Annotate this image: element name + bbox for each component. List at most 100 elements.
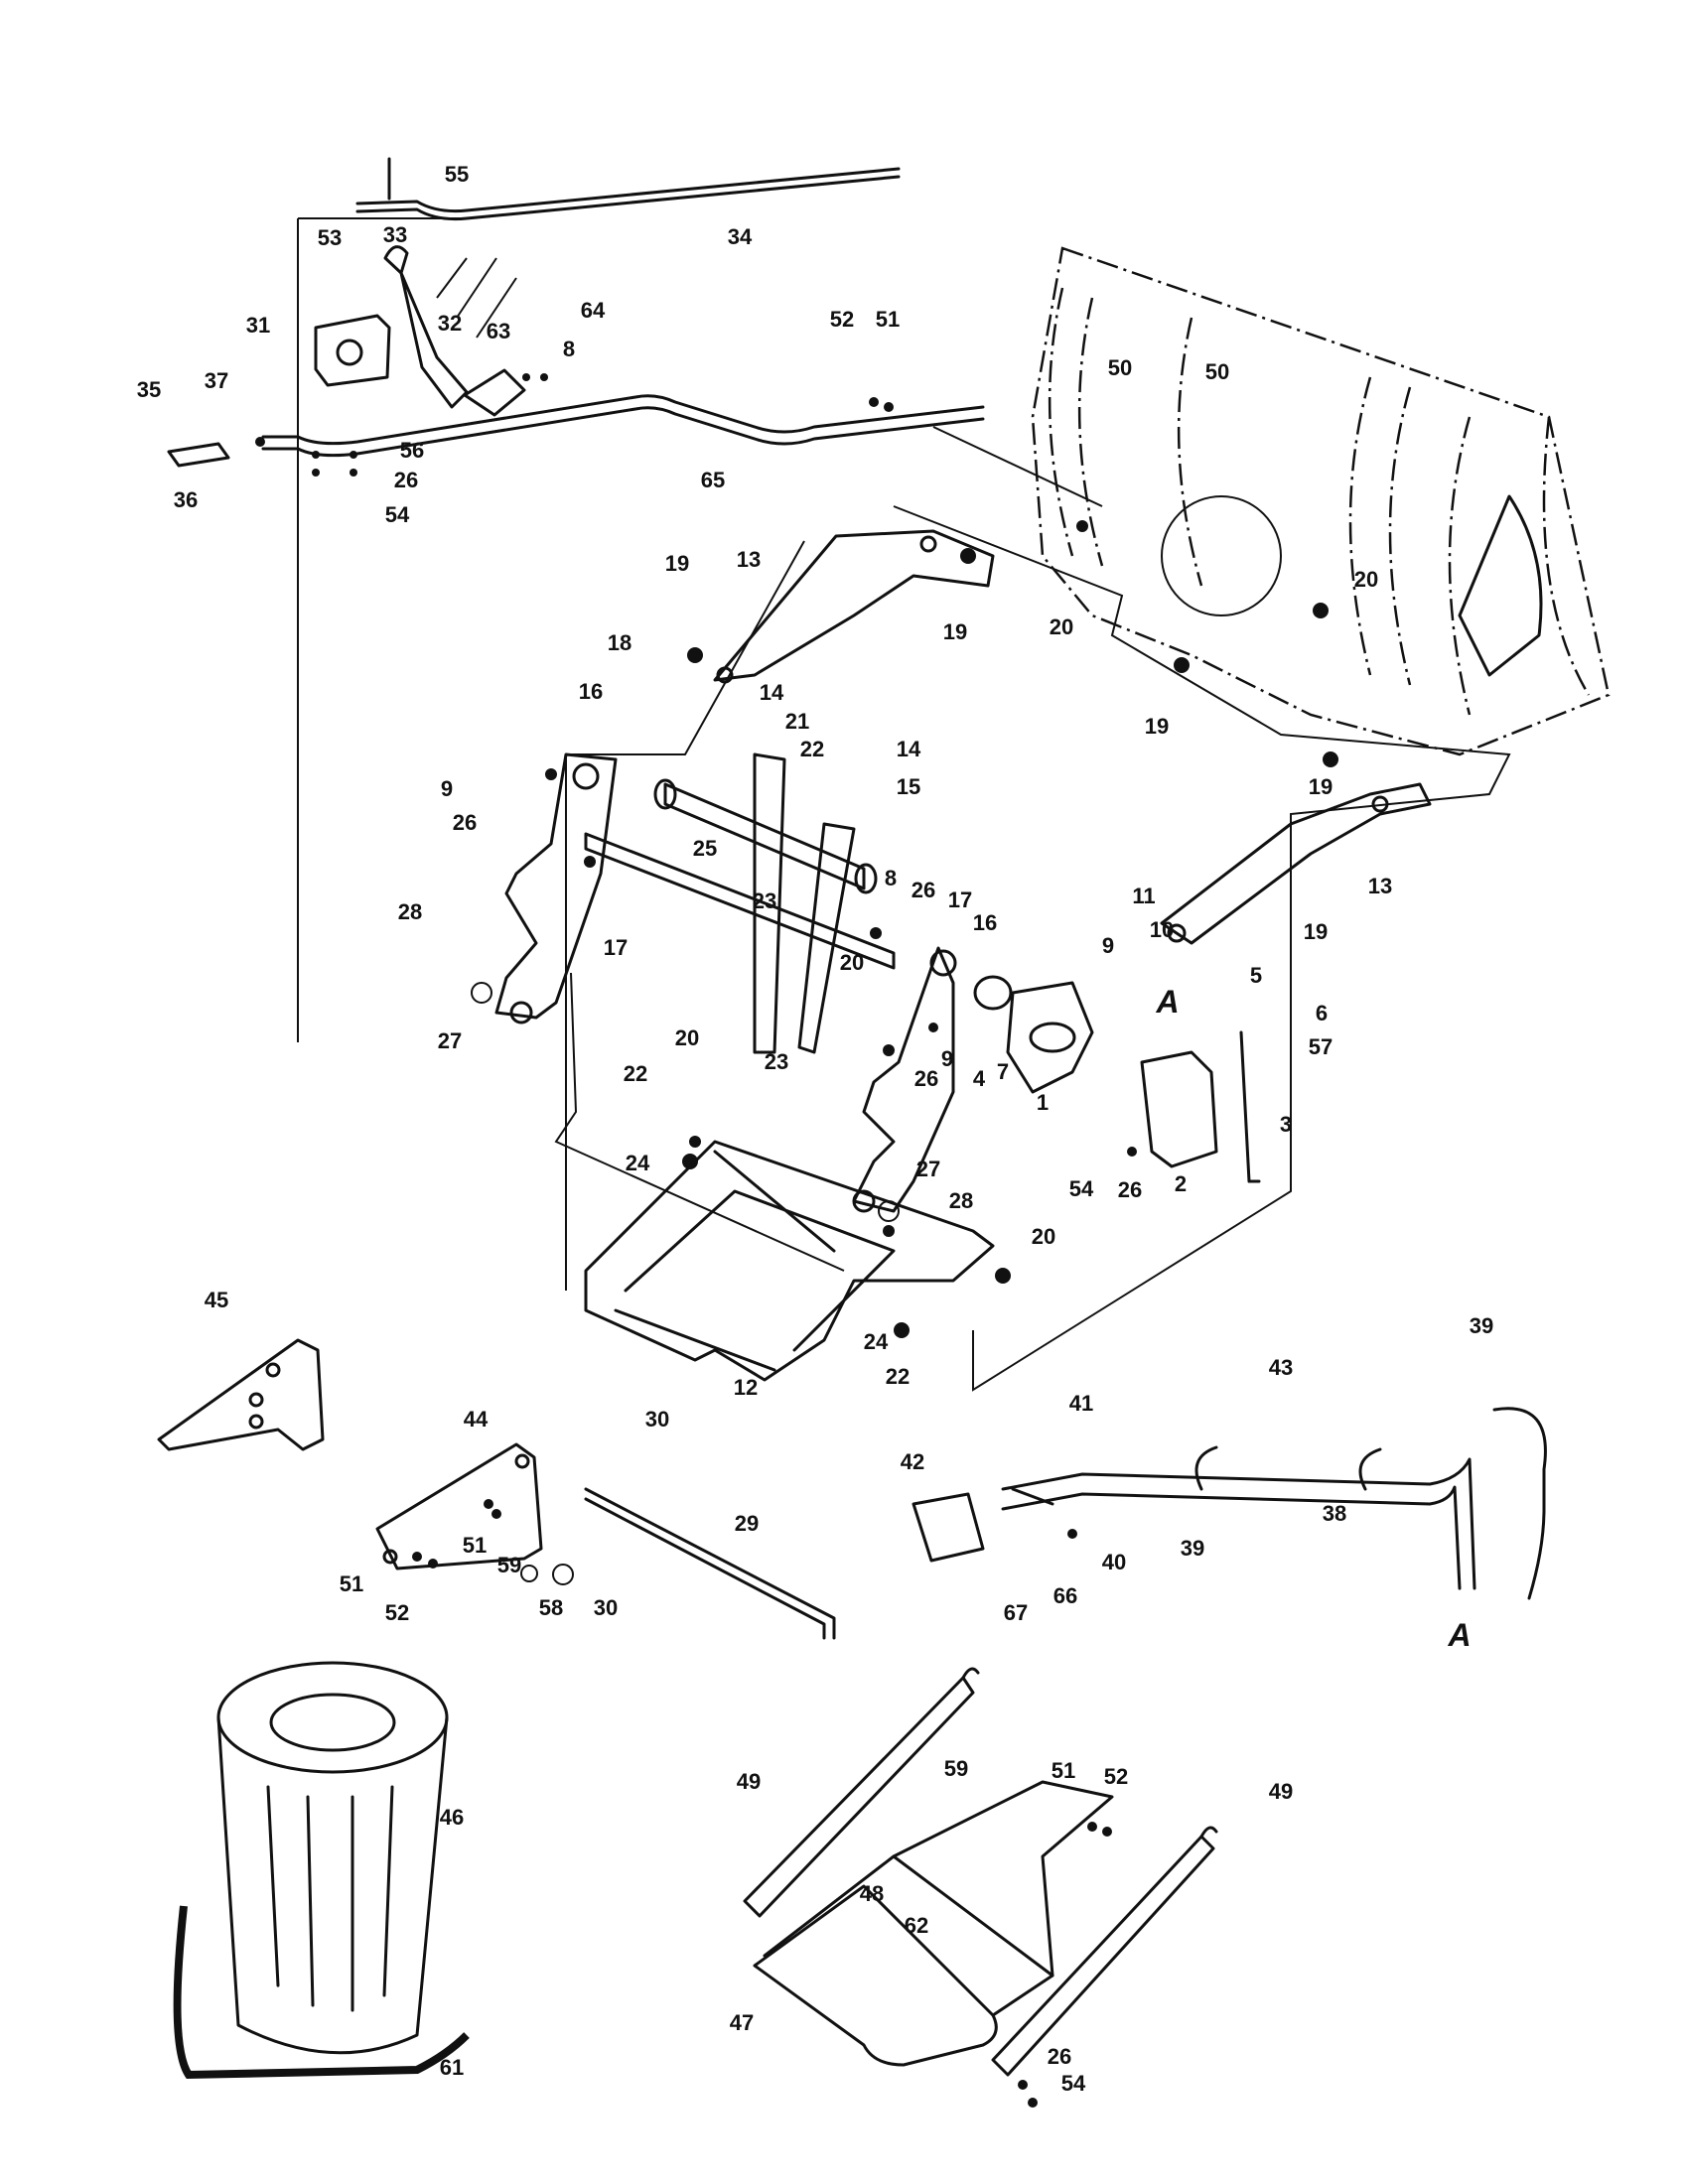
callout-6: 6: [1316, 1001, 1328, 1025]
clip-43-left: [1194, 1445, 1218, 1491]
callout-21: 21: [785, 709, 809, 734]
bracket-1: [1006, 981, 1094, 1094]
callout-17: 17: [948, 887, 972, 912]
callout-7: 7: [997, 1059, 1009, 1084]
callout-13: 13: [737, 547, 761, 572]
callout-26: 26: [394, 468, 418, 492]
rod-34: [355, 157, 901, 221]
callout-34: 34: [728, 224, 753, 249]
callout-14: 14: [760, 680, 784, 705]
auger-housing: [1031, 246, 1611, 756]
callout-61: 61: [440, 2055, 464, 2080]
callout-22: 22: [624, 1061, 647, 1086]
callout-19: 19: [943, 619, 967, 644]
callout-26: 26: [1118, 1177, 1142, 1202]
callout-46: 46: [440, 1805, 464, 1830]
callout-62: 62: [905, 1913, 928, 1938]
callout-35: 35: [137, 377, 161, 402]
callout-20: 20: [675, 1025, 699, 1050]
side-plate-17-right: [852, 946, 1013, 1213]
bracket-44: [375, 1442, 543, 1570]
callout-66: 66: [1053, 1583, 1077, 1608]
callout-3: 3: [1280, 1112, 1292, 1137]
rack-48: [892, 1780, 1114, 1978]
side-plate-17-left: [494, 752, 618, 1024]
callout-52: 52: [830, 307, 854, 332]
plate-2: [1140, 1030, 1261, 1183]
callout-19: 19: [1304, 919, 1328, 944]
callout-20: 20: [1032, 1224, 1055, 1249]
handle-38: [1001, 1457, 1476, 1590]
callout-15: 15: [897, 774, 920, 799]
callout-39: 39: [1181, 1536, 1204, 1561]
tray-47: [753, 1854, 1054, 2067]
callout-14: 14: [897, 737, 921, 761]
callout-16: 16: [579, 679, 603, 704]
callout-52: 52: [385, 1600, 409, 1625]
callout-37: 37: [205, 368, 228, 393]
callout-38: 38: [1323, 1501, 1346, 1526]
callout-54: 54: [385, 502, 410, 527]
callout-17: 17: [604, 935, 628, 960]
callout-45: 45: [205, 1288, 228, 1312]
callout-51: 51: [1052, 1758, 1075, 1783]
callout-49: 49: [1269, 1779, 1293, 1804]
callout-47: 47: [730, 2010, 754, 2035]
view-letter-A: A: [1155, 984, 1179, 1020]
callout-36: 36: [174, 487, 198, 512]
callout-22: 22: [800, 737, 824, 761]
plate-45: [157, 1338, 325, 1451]
cable-39: [1492, 1407, 1547, 1600]
callout-56: 56: [400, 438, 424, 463]
callout-9: 9: [441, 776, 453, 801]
lever-bracket-31: [314, 245, 526, 417]
arm-13-lower: [1160, 782, 1432, 945]
cover-46: [216, 1661, 449, 2055]
callout-24: 24: [864, 1329, 889, 1354]
callout-50: 50: [1205, 359, 1229, 384]
callout-59: 59: [497, 1553, 521, 1577]
callout-8: 8: [563, 337, 575, 361]
bungee-61: [173, 1905, 470, 2080]
arm-13-upper: [713, 529, 995, 684]
view-letter-A: A: [1447, 1617, 1471, 1653]
callout-13: 13: [1368, 874, 1392, 898]
rod-65: [167, 394, 985, 468]
callout-26: 26: [914, 1066, 938, 1091]
callout-20: 20: [1354, 567, 1378, 592]
callout-30: 30: [594, 1595, 618, 1620]
callout-55: 55: [445, 162, 469, 187]
frame-12: [584, 1140, 995, 1382]
callout-26: 26: [453, 810, 477, 835]
callout-51: 51: [463, 1533, 487, 1558]
callout-19: 19: [1309, 774, 1333, 799]
callout-16: 16: [973, 910, 997, 935]
callout-64: 64: [581, 298, 606, 323]
callout-22: 22: [886, 1364, 910, 1389]
callout-23: 23: [765, 1049, 788, 1074]
view-letters: AA: [1155, 984, 1471, 1653]
callout-58: 58: [539, 1595, 563, 1620]
callout-27: 27: [916, 1157, 940, 1181]
callout-8: 8: [885, 866, 897, 890]
callout-26: 26: [1048, 2044, 1071, 2069]
bracket-49-left: [743, 1667, 980, 1918]
callout-50: 50: [1108, 355, 1132, 380]
callout-44: 44: [464, 1407, 489, 1432]
axle-15: [653, 752, 878, 1054]
callout-43: 43: [1269, 1355, 1293, 1380]
callout-20: 20: [1050, 614, 1073, 639]
callout-2: 2: [1175, 1171, 1187, 1196]
callout-63: 63: [487, 319, 510, 343]
callout-19: 19: [1145, 714, 1169, 739]
callout-54: 54: [1061, 2071, 1086, 2096]
callout-48: 48: [860, 1881, 884, 1906]
callout-57: 57: [1309, 1034, 1333, 1059]
callout-40: 40: [1102, 1550, 1126, 1574]
callout-29: 29: [735, 1511, 759, 1536]
callout-4: 4: [973, 1066, 986, 1091]
bracket-49-right: [991, 1826, 1218, 2077]
callout-67: 67: [1004, 1600, 1028, 1625]
rod-29: [584, 1487, 836, 1640]
